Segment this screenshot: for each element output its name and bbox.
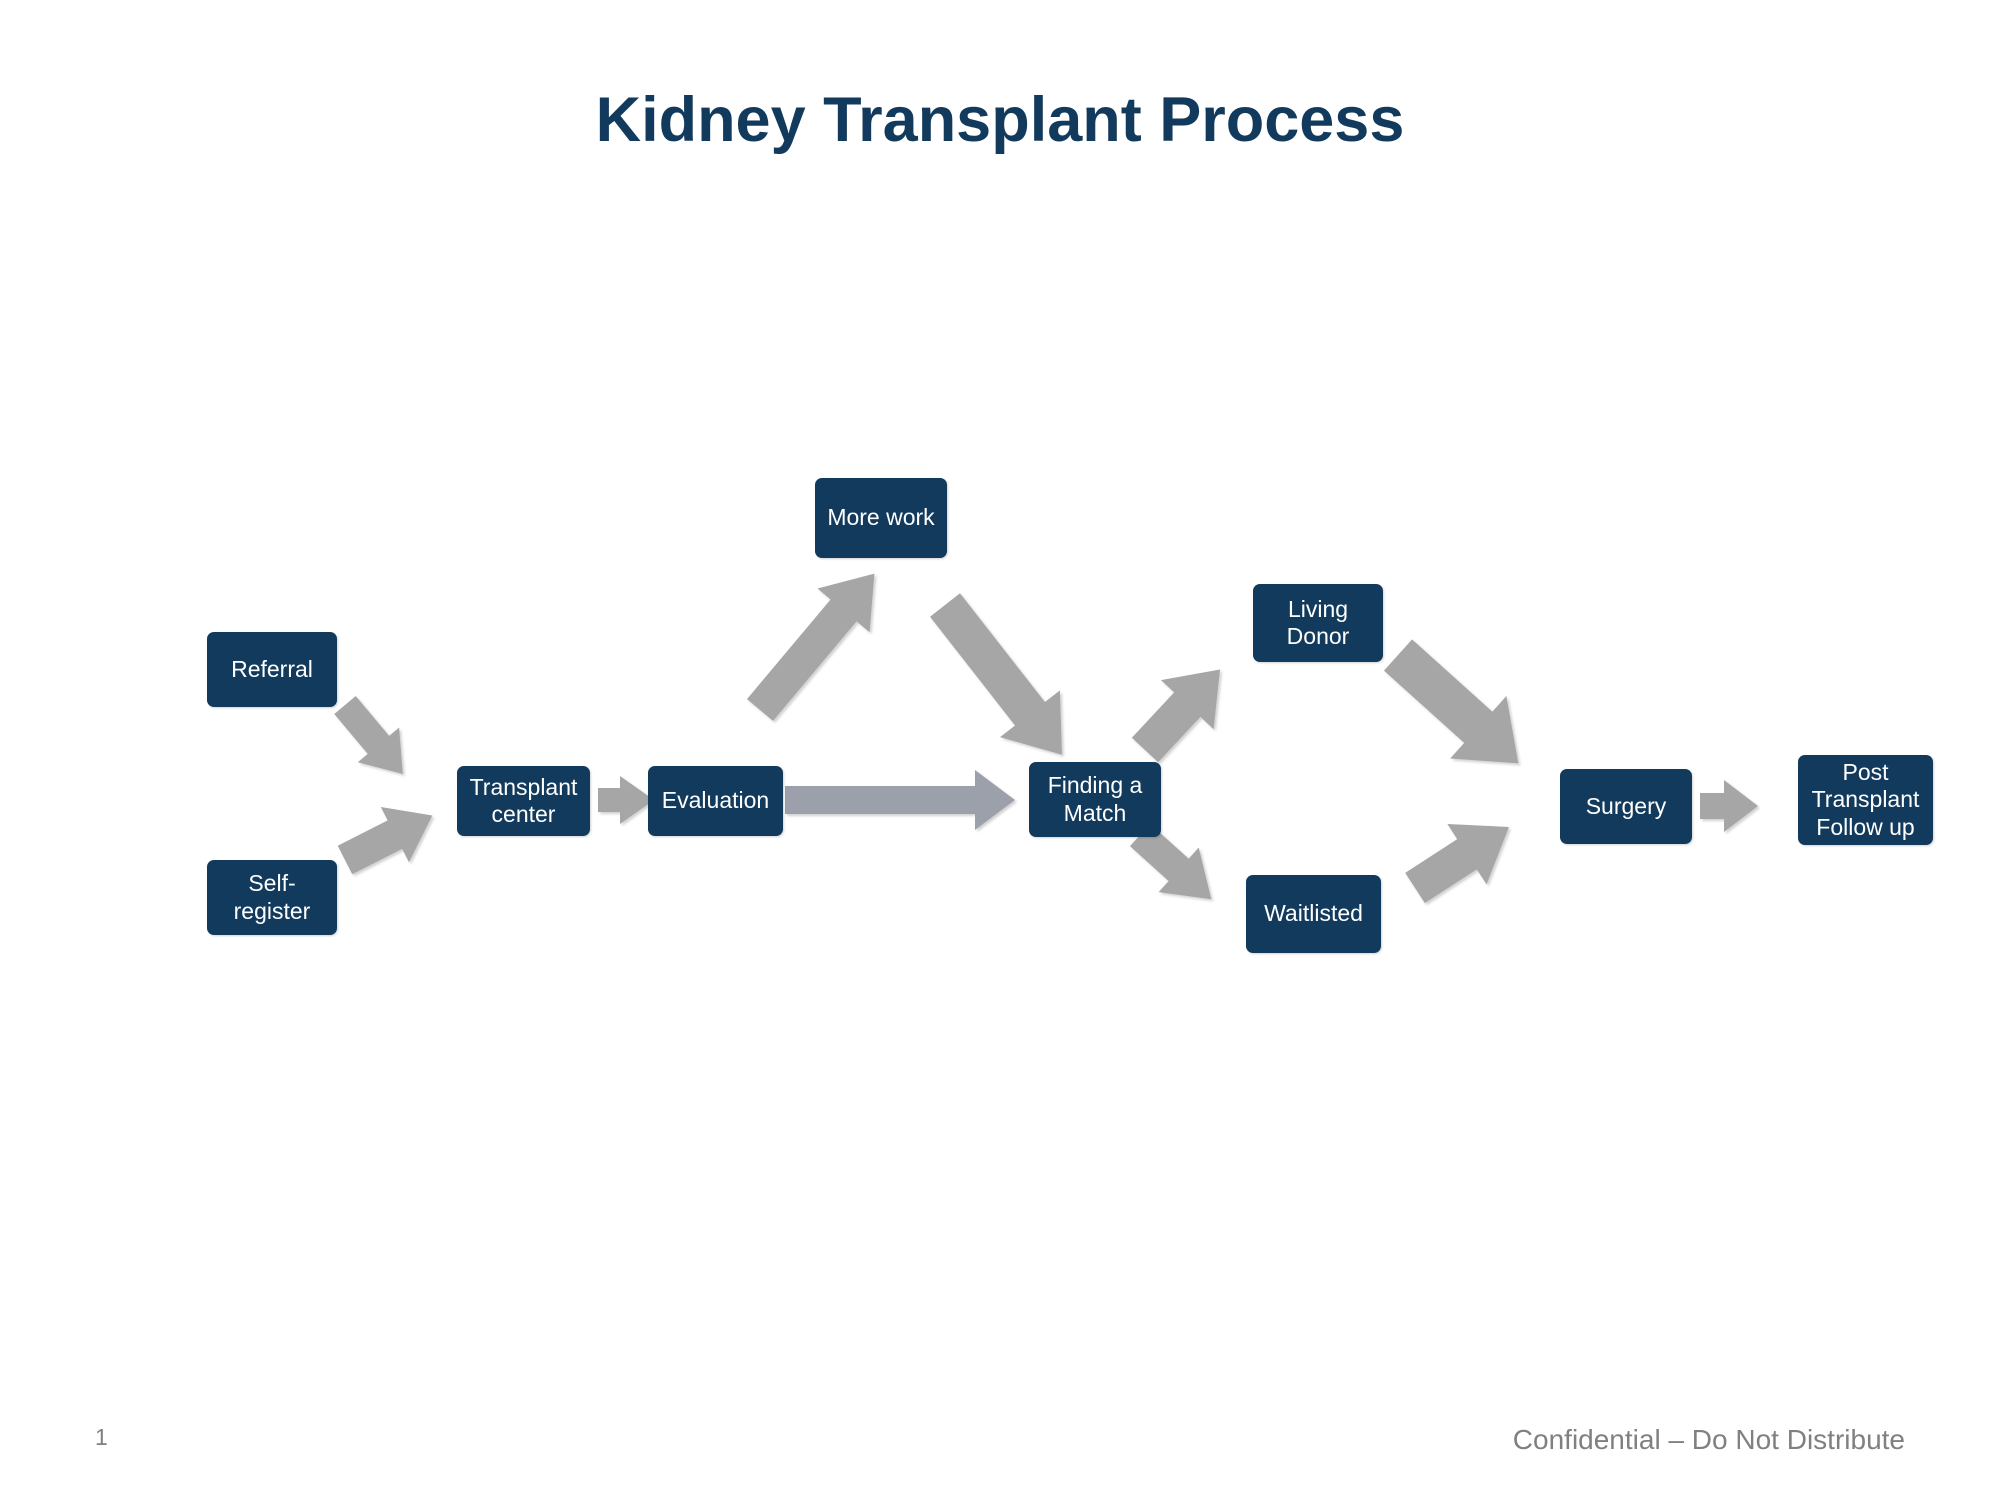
arrow-evaluation-to-finding-a-match — [785, 770, 1015, 830]
node-living-donor-label: Living Donor — [1286, 595, 1350, 649]
arrow-evaluation-to-more-work — [746, 573, 875, 721]
arrow-more-work-to-finding-a-match — [930, 593, 1062, 755]
node-transplant-center[interactable]: Transplant center — [457, 766, 590, 836]
node-finding-a-match[interactable]: Finding a Match — [1029, 762, 1161, 837]
node-referral[interactable]: Referral — [207, 632, 337, 707]
node-transplant-center-label: Transplant center — [469, 773, 578, 827]
node-self-register-label: Self- register — [233, 870, 311, 924]
node-post-transplant-follow-up-label: Post Transplant Follow up — [1811, 759, 1920, 840]
node-post-transplant-follow-up[interactable]: Post Transplant Follow up — [1798, 755, 1933, 845]
node-more-work[interactable]: More work — [815, 478, 947, 558]
arrow-self-register-to-transplant-center — [337, 806, 433, 875]
node-evaluation[interactable]: Evaluation — [648, 766, 783, 836]
node-waitlisted-label: Waitlisted — [1264, 900, 1363, 927]
arrow-finding-a-match-to-living-donor — [1131, 669, 1221, 763]
node-self-register[interactable]: Self- register — [207, 860, 337, 935]
node-living-donor[interactable]: Living Donor — [1253, 584, 1383, 662]
page-title: Kidney Transplant Process — [595, 85, 1405, 155]
arrow-referral-to-transplant-center — [334, 696, 403, 774]
node-finding-a-match-label: Finding a Match — [1047, 772, 1143, 826]
confidentiality-notice: Confidential – Do Not Distribute — [1512, 1424, 1905, 1455]
page-number: 1 — [95, 1424, 108, 1450]
node-waitlisted[interactable]: Waitlisted — [1246, 875, 1381, 953]
node-surgery[interactable]: Surgery — [1560, 769, 1692, 844]
node-referral-label: Referral — [231, 655, 313, 682]
arrow-surgery-to-post-transplant-follow-up — [1700, 780, 1758, 832]
arrow-waitlisted-to-surgery — [1405, 824, 1509, 904]
node-more-work-label: More work — [827, 504, 935, 531]
arrow-living-donor-to-surgery — [1383, 639, 1519, 764]
node-evaluation-label: Evaluation — [661, 787, 770, 814]
arrow-transplant-center-to-evaluation — [598, 776, 654, 824]
node-surgery-label: Surgery — [1585, 792, 1667, 819]
